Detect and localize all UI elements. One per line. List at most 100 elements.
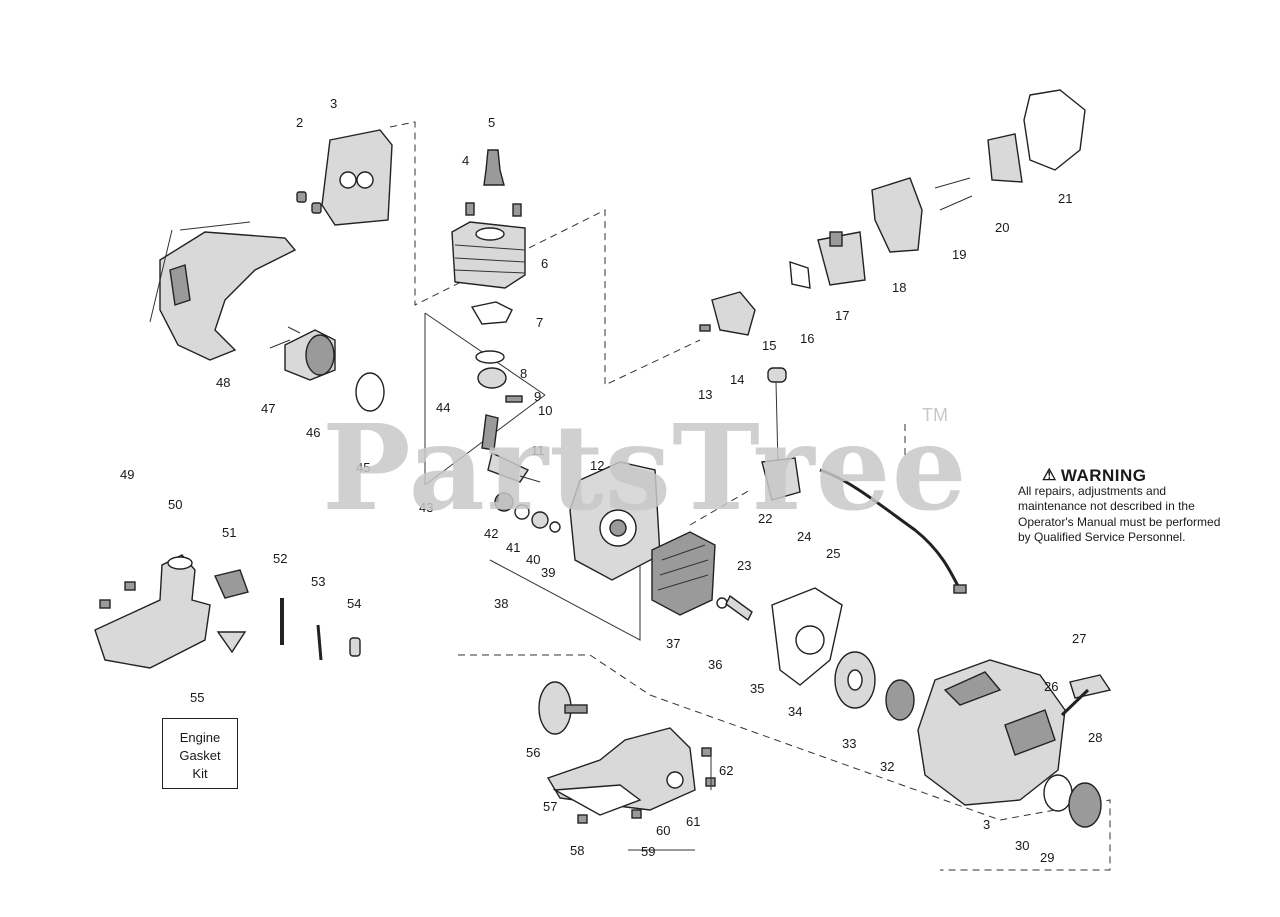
callout-42: 42 — [484, 526, 498, 541]
trademark-mark: TM — [922, 405, 948, 425]
kit-line-2: Gasket — [179, 748, 221, 763]
warning-triangle-icon: ⚠ — [1042, 467, 1057, 484]
warning-body: All repairs, adjustments and maintenance… — [1018, 483, 1221, 545]
part-handle-27[interactable] — [1060, 674, 1112, 717]
part-clutch-29-30[interactable] — [1043, 774, 1102, 828]
part-intake-14[interactable] — [699, 291, 756, 336]
part-cylinder-gasket-7[interactable] — [470, 301, 513, 325]
callout-37: 37 — [666, 636, 680, 651]
part-washer-36[interactable] — [716, 597, 728, 609]
part-filter-cover-21[interactable] — [1023, 89, 1086, 171]
part-screws-2[interactable] — [296, 191, 322, 214]
callout-16: 16 — [800, 331, 814, 346]
part-cylinder[interactable] — [451, 202, 526, 289]
callout-43: 43 — [419, 500, 433, 515]
part-piston-9[interactable] — [477, 367, 523, 403]
part-bearings-39-42[interactable] — [494, 492, 561, 533]
callout-23: 23 — [737, 558, 751, 573]
part-carburetor-17[interactable] — [817, 231, 866, 286]
callout-32: 32 — [880, 759, 894, 774]
callout-44: 44 — [436, 400, 450, 415]
callout-39: 39 — [541, 565, 555, 580]
callout-29: 29 — [1040, 850, 1054, 865]
callout-28: 28 — [1088, 730, 1102, 745]
callout-40: 40 — [526, 552, 540, 567]
part-fuel-tank[interactable] — [94, 554, 211, 669]
part-shaft-23[interactable] — [725, 594, 753, 622]
callout-41: 41 — [506, 540, 520, 555]
callout-50: 50 — [168, 497, 182, 512]
callout-26: 26 — [1044, 679, 1058, 694]
callout-labels: 2 3 4 5 6 7 8 9 10 11 12 13 14 15 16 17 … — [120, 96, 1102, 865]
warning-notice: ⚠ WARNING All repairs, adjustments and m… — [1018, 466, 1228, 546]
part-air-filter-20[interactable] — [987, 133, 1023, 183]
part-flywheel[interactable] — [651, 531, 716, 616]
part-grommet-54[interactable] — [349, 637, 361, 657]
callout-2: 2 — [296, 115, 303, 130]
callout-59: 59 — [641, 844, 655, 859]
part-crankcase[interactable] — [569, 461, 661, 581]
callout-33: 33 — [842, 736, 856, 751]
callout-36: 36 — [708, 657, 722, 672]
callout-22: 22 — [758, 511, 772, 526]
callout-3: 3 — [330, 96, 337, 111]
callout-56: 56 — [526, 745, 540, 760]
part-fan-housing-34[interactable] — [771, 587, 843, 686]
callout-5: 5 — [488, 115, 495, 130]
callout-38: 38 — [494, 596, 508, 611]
part-air-filter-cover[interactable] — [321, 129, 393, 226]
part-starter-housing-31[interactable] — [917, 659, 1066, 806]
callout-54: 54 — [347, 596, 361, 611]
part-fuel-lines-52-53[interactable] — [280, 598, 323, 661]
callout-10: 10 — [538, 403, 552, 418]
callout-11: 11 — [531, 443, 545, 458]
callout-17: 17 — [835, 308, 849, 323]
callout-13: 13 — [698, 387, 712, 402]
callout-62: 62 — [719, 763, 733, 778]
callout-49: 49 — [120, 467, 134, 482]
callout-24: 24 — [797, 529, 811, 544]
callout-46: 46 — [306, 425, 320, 440]
part-spark-wire-25[interactable] — [819, 468, 967, 594]
callout-34: 34 — [788, 704, 802, 719]
part-piston-ring-8[interactable] — [475, 350, 505, 364]
part-pulley-33[interactable] — [834, 651, 876, 709]
part-fuel-cap-51[interactable] — [214, 569, 249, 599]
part-air-box-18[interactable] — [871, 177, 973, 253]
part-crankshaft-11[interactable] — [481, 414, 541, 483]
callout-48: 48 — [216, 375, 230, 390]
callout-4: 4 — [462, 153, 469, 168]
part-clutch-drum-56[interactable] — [538, 681, 588, 735]
callout-8: 8 — [520, 366, 527, 381]
callout-9: 9 — [534, 389, 541, 404]
part-spark-plug[interactable] — [483, 149, 505, 186]
part-fuel-filter-51[interactable] — [216, 631, 247, 654]
warning-heading: ⚠ WARNING — [1042, 466, 1147, 485]
part-gasket-16[interactable] — [789, 260, 811, 289]
callout-58: 58 — [570, 843, 584, 858]
callout-14: 14 — [730, 372, 744, 387]
callout-15: 15 — [762, 338, 776, 353]
callout-20: 20 — [995, 220, 1009, 235]
part-spring-32[interactable] — [885, 679, 915, 721]
callout-6: 6 — [541, 256, 548, 271]
callout-60: 60 — [656, 823, 670, 838]
part-muffler[interactable] — [269, 326, 336, 381]
part-ignition-module-22[interactable] — [761, 367, 801, 501]
engine-gasket-kit-box: Engine Gasket Kit — [162, 718, 238, 789]
callout-19: 19 — [952, 247, 966, 262]
callout-55: 55 — [190, 690, 204, 705]
callout-12: 12 — [590, 458, 604, 473]
watermark-logo: PartsTree — [322, 398, 968, 537]
part-muffler-gasket-45[interactable] — [355, 372, 385, 412]
callout-30: 30 — [1015, 838, 1029, 853]
callout-53: 53 — [311, 574, 325, 589]
kit-line-1: Engine — [179, 730, 221, 745]
part-gear-housing-57-61[interactable] — [546, 727, 716, 851]
callout-7: 7 — [536, 315, 543, 330]
callout-31: 3 — [983, 817, 990, 832]
callout-27: 27 — [1072, 631, 1086, 646]
part-engine-cover[interactable] — [149, 221, 297, 361]
callout-52: 52 — [273, 551, 287, 566]
